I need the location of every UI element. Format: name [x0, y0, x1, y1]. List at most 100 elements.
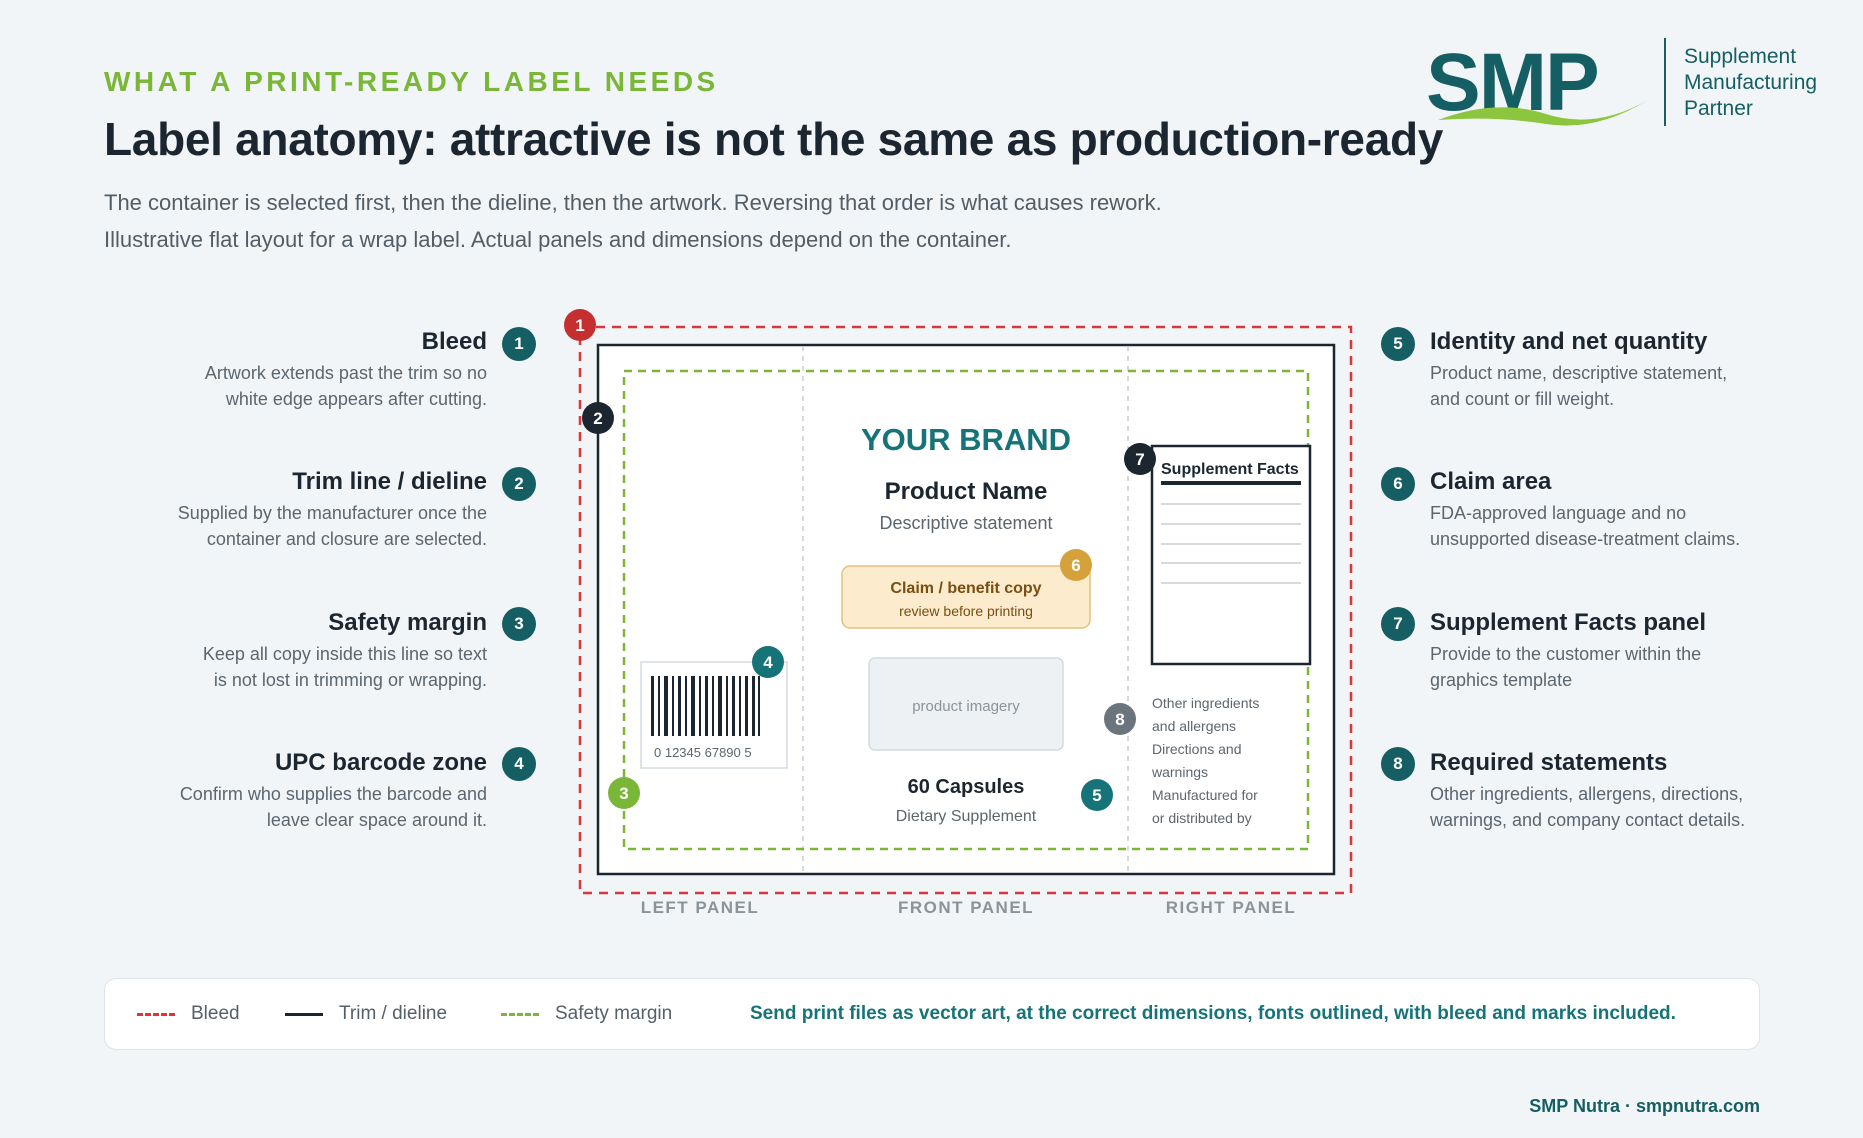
facts-title: Supplement Facts — [1161, 461, 1299, 478]
callout-desc-1: Confirm who supplies the barcode and — [179, 784, 487, 804]
legend-bleed: Bleed — [137, 1003, 240, 1025]
legend-trim-swatch — [285, 1012, 323, 1016]
claim-line-1: Claim / benefit copy — [890, 580, 1041, 597]
logo-divider — [1664, 38, 1666, 126]
legend-safety-label: Safety margin — [555, 1003, 673, 1024]
page-title: Label anatomy: attractive is not the sam… — [104, 113, 1444, 165]
marker-5 — [1081, 779, 1113, 811]
safety-margin-line — [622, 369, 1310, 851]
callout-desc-2: container and closure are selected. — [206, 529, 487, 549]
callout-desc-1: Provide to the customer within the — [1430, 644, 1702, 664]
kicker: WHAT A PRINT-READY LABEL NEEDS — [104, 66, 719, 97]
legend: Bleed Trim / dieline Safety margin Send … — [104, 978, 1760, 1050]
statement-line-4: warnings — [1151, 764, 1208, 780]
callout-desc-2: unsupported disease-treatment claims. — [1430, 529, 1741, 549]
callout-title: Supplement Facts panel — [1430, 609, 1707, 636]
callout-facts: Supplement Facts panel Provide to the cu… — [1430, 609, 1820, 693]
facts-rows — [1161, 503, 1301, 584]
facts-panel — [1150, 444, 1312, 666]
legend-bleed-swatch — [137, 1012, 175, 1016]
marker-6 — [1060, 549, 1092, 581]
callout-badge-7: 7 — [1381, 607, 1415, 641]
callout-title: Trim line / dieline — [292, 468, 487, 495]
imagery-text: product imagery — [912, 698, 1020, 715]
claim-line-2: review before printing — [899, 603, 1033, 619]
callout-desc-2: and count or fill weight. — [1430, 389, 1615, 409]
panel-label-right: RIGHT PANEL — [1165, 898, 1297, 917]
product-name-text: Product Name — [885, 478, 1048, 505]
barcode-number: 0 12345 67890 5 — [654, 745, 752, 760]
callout-title: Claim area — [1430, 468, 1552, 495]
callout-identity: Identity and net quantity Product name, … — [1430, 328, 1820, 412]
type-text: Dietary Supplement — [896, 808, 1037, 825]
callout-badge-3: 3 — [502, 607, 536, 641]
marker-8 — [1104, 703, 1136, 735]
facts-rule — [1161, 481, 1301, 485]
legend-safety: Safety margin — [501, 1003, 672, 1025]
callout-barcode: UPC barcode zone Confirm who supplies th… — [87, 749, 487, 833]
trim-line — [596, 343, 1336, 876]
legend-bleed-label: Bleed — [191, 1003, 240, 1024]
callout-desc-1: Other ingredients, allergens, directions… — [1430, 784, 1744, 804]
barcode-bars — [651, 676, 760, 736]
callout-badge-1: 1 — [502, 327, 536, 361]
count-text: 60 Capsules — [908, 776, 1025, 798]
callout-safety: Safety margin Keep all copy inside this … — [87, 609, 487, 693]
legend-trim-label: Trim / dieline — [339, 1003, 448, 1024]
marker-3-label: 3 — [619, 784, 628, 803]
callout-badge-5: 5 — [1381, 327, 1415, 361]
callout-desc-2: warnings, and company contact details. — [1430, 810, 1746, 830]
callout-desc-1: FDA-approved language and no — [1430, 503, 1687, 523]
legend-safety-swatch — [501, 1012, 539, 1016]
brand-text: YOUR BRAND — [861, 422, 1071, 457]
callout-badge-6: 6 — [1381, 467, 1415, 501]
callout-bleed: Bleed Artwork extends past the trim so n… — [87, 328, 487, 412]
marker-6-label: 6 — [1071, 556, 1080, 575]
logo-tagline-line-1: Supplement — [1684, 45, 1797, 68]
subtitle-line-2: Illustrative flat layout for a wrap labe… — [104, 227, 1012, 252]
logo-tagline-line-3: Partner — [1684, 97, 1753, 120]
callout-title: Required statements — [1430, 749, 1668, 776]
callout-desc-2: white edge appears after cutting. — [225, 389, 487, 409]
statement-line-5: Manufactured for — [1152, 787, 1258, 803]
marker-4-label: 4 — [763, 653, 773, 672]
callout-statements: Required statements Other ingredients, a… — [1430, 749, 1820, 833]
callout-desc-1: Artwork extends past the trim so no — [204, 363, 487, 383]
bleed-line — [578, 325, 1353, 895]
callout-desc-1: Keep all copy inside this line so text — [202, 644, 487, 664]
descriptive-text: Descriptive statement — [879, 513, 1052, 533]
callout-badge-8: 8 — [1381, 747, 1415, 781]
marker-7 — [1124, 443, 1156, 475]
imagery-box — [868, 657, 1064, 751]
marker-1-label: 1 — [575, 316, 584, 335]
callout-title: Safety margin — [328, 609, 487, 636]
marker-2-label: 2 — [593, 409, 602, 428]
callout-desc-2: leave clear space around it. — [266, 810, 487, 830]
smp-logo: SMP — [1426, 40, 1648, 128]
statement-line-3: Directions and — [1152, 741, 1242, 757]
statement-line-6: or distributed by — [1152, 810, 1252, 826]
legend-note: Send print files as vector art, at the c… — [750, 1003, 1676, 1024]
barcode-zone — [640, 661, 788, 769]
callout-title: UPC barcode zone — [274, 749, 487, 776]
marker-7-label: 7 — [1135, 450, 1144, 469]
footer-credit: SMP Nutra · smpnutra.com — [1529, 1096, 1760, 1116]
callout-desc-1: Supplied by the manufacturer once the — [177, 503, 487, 523]
marker-3 — [608, 777, 640, 809]
panel-label-left: LEFT PANEL — [640, 898, 760, 917]
marker-1 — [564, 309, 596, 341]
marker-5-label: 5 — [1092, 786, 1101, 805]
panel-label-front: FRONT PANEL — [897, 898, 1035, 917]
logo-tagline: Supplement Manufacturing Partner — [1684, 44, 1817, 122]
marker-4 — [752, 646, 784, 678]
statement-line-1: Other ingredients — [1152, 695, 1259, 711]
callout-claim: Claim area FDA-approved language and no … — [1430, 468, 1820, 552]
callout-title: Identity and net quantity — [1430, 328, 1708, 355]
marker-2 — [582, 402, 614, 434]
callout-desc-2: graphics template — [1430, 670, 1573, 690]
callout-badge-4: 4 — [502, 747, 536, 781]
subtitle-line-1: The container is selected first, then th… — [104, 190, 1162, 215]
marker-8-label: 8 — [1115, 710, 1124, 729]
callout-desc-1: Product name, descriptive statement, — [1430, 363, 1728, 383]
